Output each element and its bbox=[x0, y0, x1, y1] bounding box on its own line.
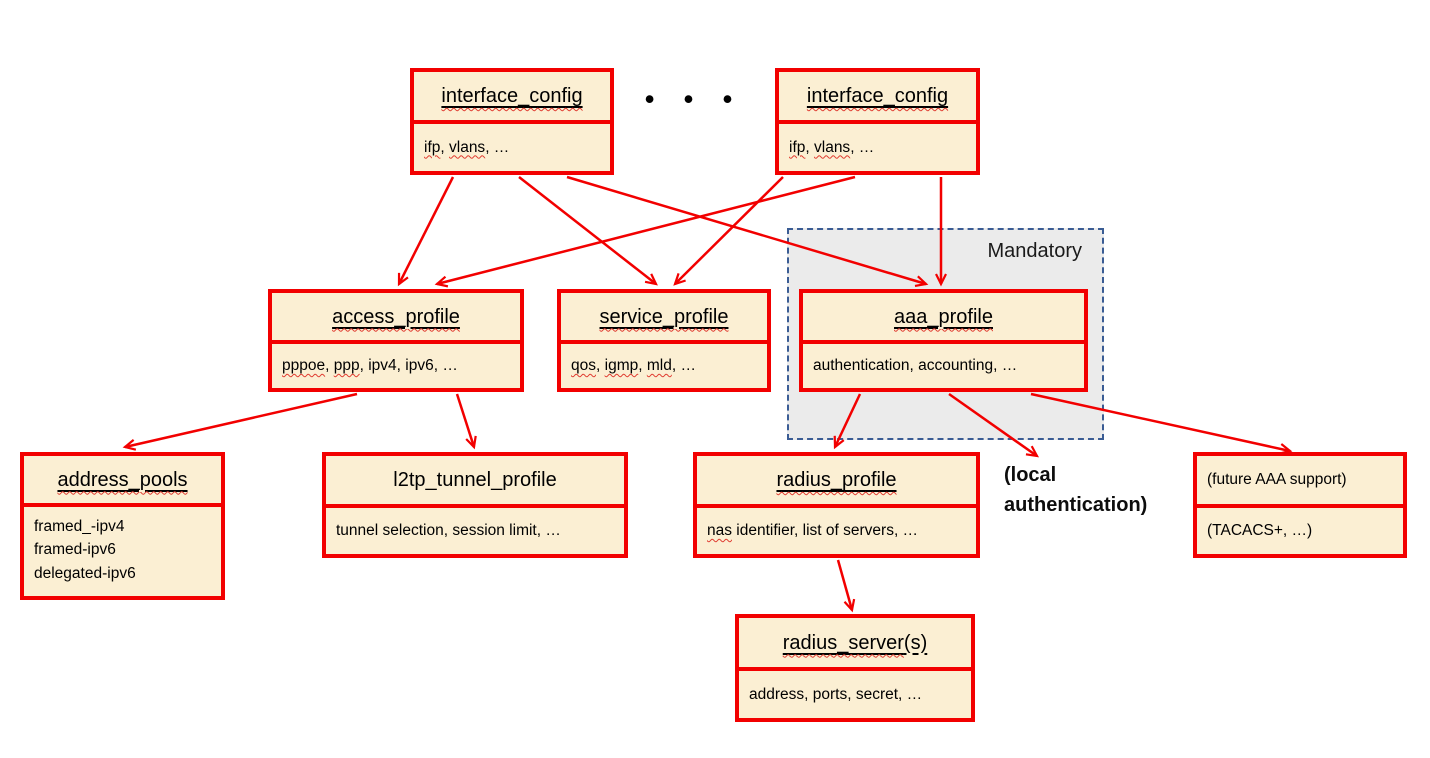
node-aaa-profile: aaa_profile authentication, accounting, … bbox=[799, 289, 1088, 392]
node-service-profile: service_profile qos, igmp, mld, … bbox=[557, 289, 771, 392]
node-body: pppoe, ppp, ipv4, ipv6, … bbox=[282, 357, 458, 374]
node-title: radius_profile bbox=[697, 456, 976, 508]
node-body: ifp, vlans, … bbox=[424, 138, 510, 156]
node-future-aaa-support: (future AAA support) (TACACS+, …) bbox=[1193, 452, 1407, 558]
edge-ifleft-service bbox=[518, 176, 658, 286]
node-title: interface_config bbox=[414, 72, 610, 124]
edge-ifleft-access bbox=[397, 176, 455, 287]
node-address-pools: address_pools framed_-ipv4 framed-ipv6 d… bbox=[20, 452, 225, 600]
node-title: interface_config bbox=[779, 72, 976, 124]
node-body: framed_-ipv4 framed-ipv6 delegated-ipv6 bbox=[24, 507, 221, 596]
pool-line: delegated-ipv6 bbox=[34, 564, 136, 582]
edge-ifright-service bbox=[673, 176, 784, 286]
edge-access-l2tp bbox=[455, 393, 477, 450]
node-radius-servers: radius_server(s) address, ports, secret,… bbox=[735, 614, 975, 722]
edge-access-pools bbox=[122, 392, 358, 451]
node-access-profile: access_profile pppoe, ppp, ipv4, ipv6, … bbox=[268, 289, 524, 392]
node-body: nas identifier, list of servers, … bbox=[707, 522, 919, 539]
pool-line: framed-ipv6 bbox=[34, 541, 116, 559]
mandatory-label: Mandatory bbox=[987, 240, 1083, 262]
node-body: authentication, accounting, … bbox=[813, 357, 1018, 374]
node-radius-profile: radius_profile nas identifier, list of s… bbox=[693, 452, 980, 558]
node-body: address, ports, secret, … bbox=[749, 685, 923, 703]
node-body: tunnel selection, session limit, … bbox=[336, 522, 561, 539]
node-title: (future AAA support) bbox=[1197, 456, 1403, 508]
edge-radiusp-server bbox=[836, 559, 856, 613]
node-body: ifp, vlans, … bbox=[789, 138, 875, 156]
node-body: qos, igmp, mld, … bbox=[571, 357, 696, 374]
node-l2tp-tunnel-profile: l2tp_tunnel_profile tunnel selection, se… bbox=[322, 452, 628, 558]
node-body: (TACACS+, …) bbox=[1207, 522, 1313, 539]
node-title: radius_server(s) bbox=[739, 618, 971, 671]
local-authentication-label: (local authentication) bbox=[1004, 464, 1148, 516]
ellipsis-dots: • • • bbox=[644, 84, 744, 114]
pool-line: framed_-ipv4 bbox=[34, 518, 125, 535]
node-interface-config-left: interface_config ifp, vlans, … bbox=[410, 68, 614, 175]
node-title: address_pools bbox=[24, 456, 221, 507]
node-title: access_profile bbox=[272, 293, 520, 344]
node-title: service_profile bbox=[561, 293, 767, 344]
node-title: aaa_profile bbox=[803, 293, 1084, 344]
node-title: l2tp_tunnel_profile bbox=[326, 456, 624, 508]
node-interface-config-right: interface_config ifp, vlans, … bbox=[775, 68, 980, 175]
